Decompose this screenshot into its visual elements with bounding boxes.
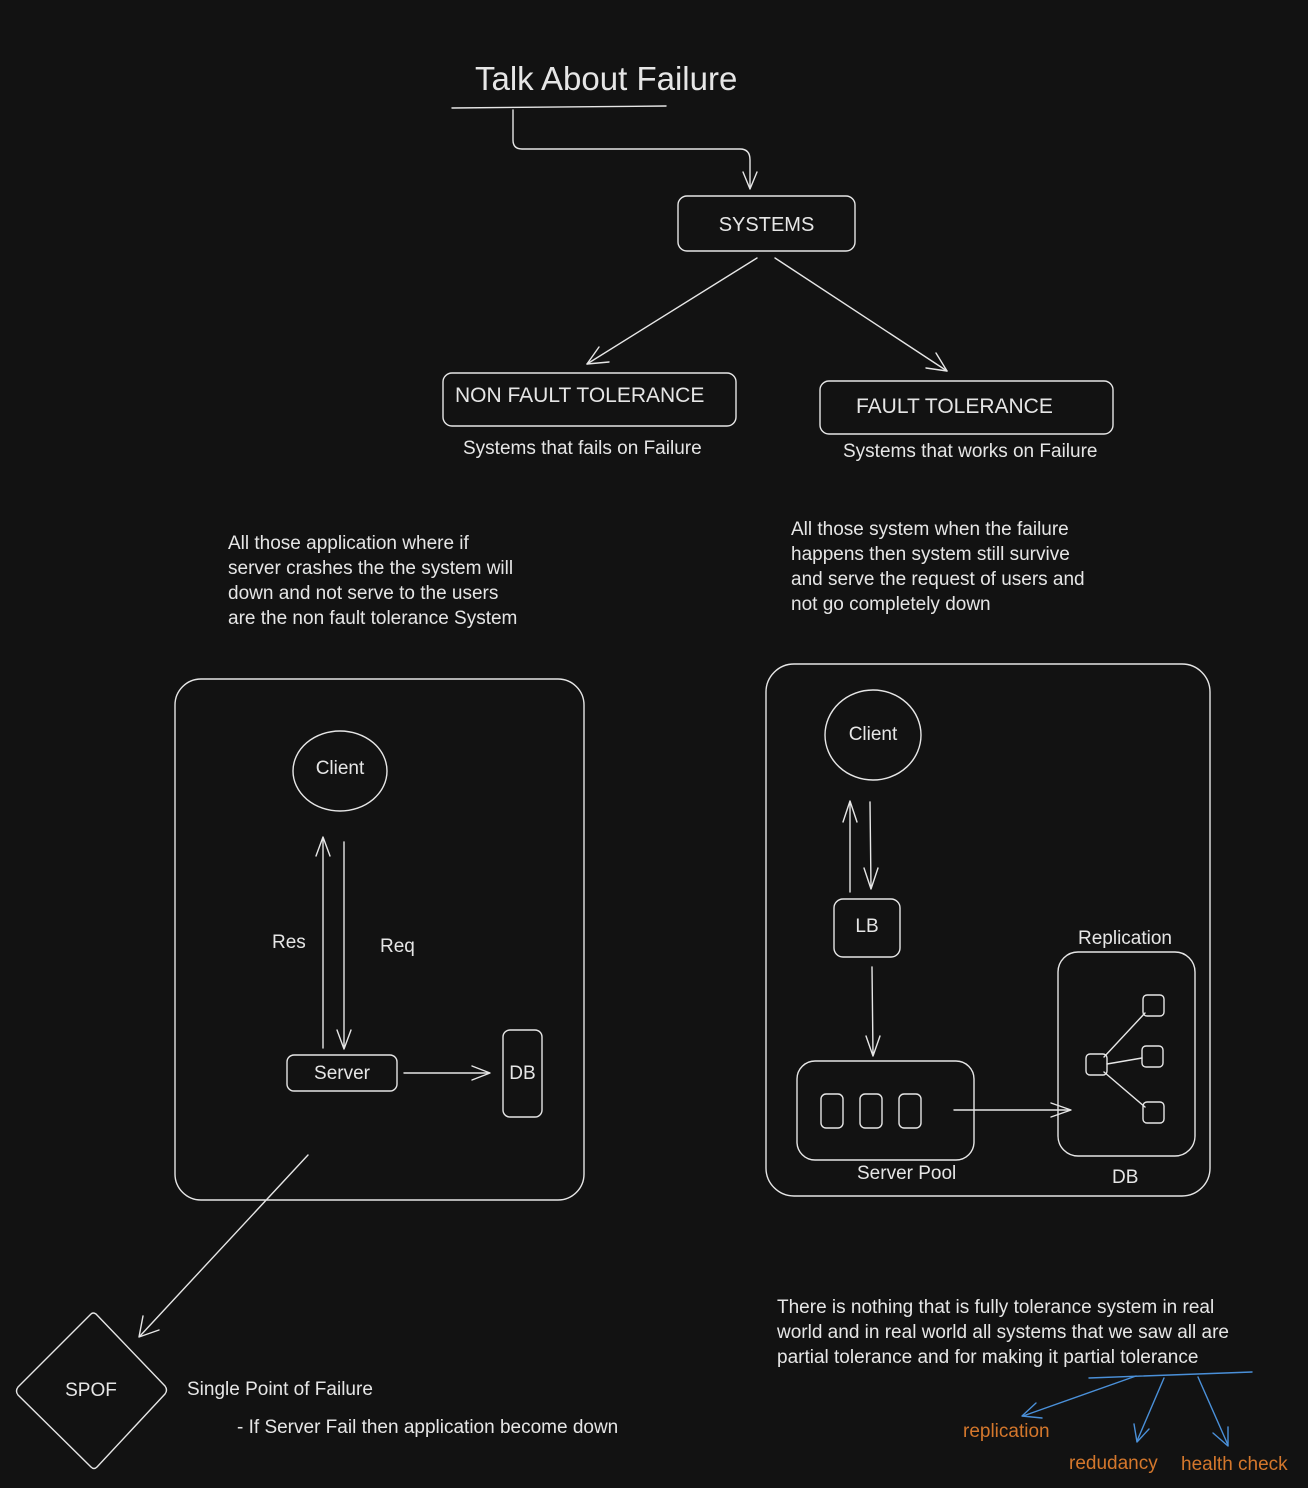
lb-to-pool-arrow [871,966,874,1056]
replication-item: replication [963,1421,1050,1442]
res-arrowhead [315,836,331,857]
to-health-check-arrow [1197,1376,1229,1446]
non-fault-description-line: All those application where if [228,533,469,554]
systems-box [677,195,856,252]
lb-to-pool-arrowhead [865,1035,881,1057]
health-check-item: health check [1181,1454,1288,1475]
systems-to-fault-arrowhead [925,352,948,372]
partial-tolerance-text: There is nothing that is fully tolerance… [777,1295,1229,1370]
right-client-circle [824,689,922,781]
to-replication-arrow [1022,1375,1137,1417]
partial-tolerance-line: There is nothing that is fully tolerance… [777,1297,1215,1318]
spof-title: Single Point of Failure [187,1379,373,1400]
partial-tolerance-line: world and in real world all systems that… [777,1322,1229,1343]
replica-link-2 [1106,1057,1143,1065]
fault-description-line: and serve the request of users and [791,569,1085,590]
to-redudancy-arrow [1136,1377,1165,1442]
lb-to-client-arrowhead [842,800,858,823]
non-fault-description-line: are the non fault tolerance System [228,608,518,629]
server-box [286,1054,398,1092]
non-fault-description: All those application where if server cr… [228,531,517,631]
fault-tolerance-box [819,380,1114,435]
client-to-lb-arrow [869,801,872,889]
replica-link-1 [1103,1012,1146,1058]
lb-box [833,898,901,958]
replication-label: Replication [1078,928,1172,949]
fault-panel [765,663,1211,1197]
partial-tolerance-line: partial tolerance and for making it part… [777,1347,1199,1368]
fault-description: All those system when the failure happen… [791,517,1085,617]
server-pool-box [796,1060,975,1161]
fault-description-line: All those system when the failure [791,519,1069,540]
left-client-circle [292,730,388,812]
left-db-label: DB [509,1063,536,1084]
pool-server-3 [898,1093,922,1129]
pool-server-2 [859,1093,883,1129]
non-fault-description-line: server crashes the the system will [228,558,514,579]
req-arrowhead [336,1029,352,1050]
replication-db-box [1057,951,1196,1157]
client-to-lb-arrowhead [863,867,879,890]
panel-to-spof-arrowhead [138,1315,160,1338]
fault-tolerance-label: FAULT TOLERANCE [856,395,1053,418]
server-to-db-arrowhead [471,1065,491,1081]
title-to-systems-arrowhead [742,171,758,190]
redudancy-item: redudancy [1069,1453,1158,1474]
replica-node-3 [1142,1101,1165,1124]
server-label: Server [314,1063,370,1084]
systems-label: SYSTEMS [718,214,815,236]
replica-link-3 [1103,1071,1146,1108]
non-fault-tolerance-box [442,372,737,427]
left-db-box [502,1029,543,1118]
page-title: Talk About Failure [475,60,738,97]
title-underline [451,105,667,109]
right-client-label: Client [848,724,898,745]
pool-server-1 [820,1093,844,1129]
panel-to-spof-arrow [139,1154,309,1337]
fault-description-line: not go completely down [791,594,991,615]
non-fault-tolerance-label: NON FAULT TOLERANCE [455,384,705,407]
spof-note: - If Server Fail then application become… [237,1417,619,1438]
partial-underline [1088,1371,1253,1379]
systems-to-non-fault-arrow [586,257,758,365]
res-label: Res [272,932,306,953]
right-db-label: DB [1112,1167,1139,1188]
title-to-systems-arrow [512,109,751,189]
systems-to-fault-arrow [774,257,948,372]
to-health-check-arrowhead [1212,1426,1229,1447]
replica-node-2 [1141,1045,1164,1068]
req-label: Req [380,936,415,957]
systems-to-non-fault-arrowhead [586,346,610,365]
spof-label: SPOF [65,1380,117,1401]
left-client-label: Client [315,758,365,779]
fault-description-line: happens then system still survive [791,544,1070,565]
non-fault-caption: Systems that fails on Failure [463,438,702,459]
lb-label: LB [855,916,879,937]
fault-caption: Systems that works on Failure [843,441,1098,462]
to-redudancy-arrowhead [1133,1423,1150,1443]
server-pool-label: Server Pool [857,1163,957,1184]
to-replication-arrowhead [1021,1402,1043,1419]
spof-diamond [15,1312,168,1470]
non-fault-description-line: down and not serve to the users [228,583,499,604]
non-fault-panel [174,678,585,1201]
replica-node-1 [1142,994,1165,1017]
